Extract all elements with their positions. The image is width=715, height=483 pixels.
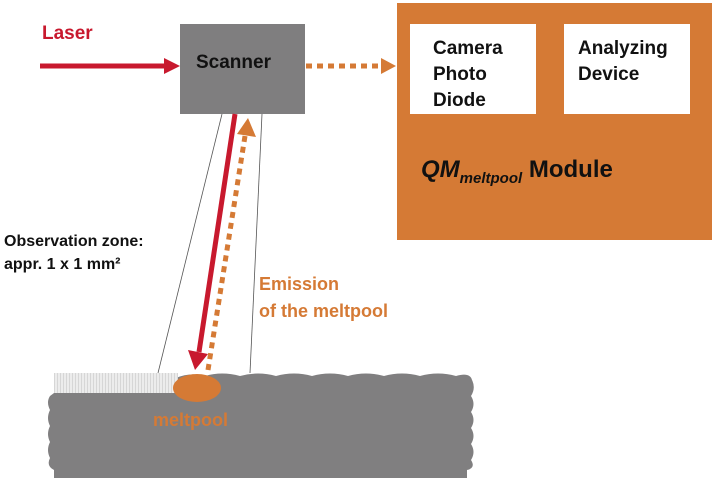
observation-zone-label: Observation zone: appr. 1 x 1 mm² — [4, 230, 144, 276]
analyzing-label-line2: Device — [578, 64, 640, 85]
observation-line2: appr. 1 x 1 mm² — [4, 256, 121, 273]
laser-label: Laser — [42, 23, 93, 44]
observation-zone-right-line — [249, 113, 263, 374]
analyzing-label-line1: Analyzing — [578, 38, 668, 59]
meltpool-ellipse — [173, 374, 221, 402]
signal-to-module-arrowhead — [381, 58, 396, 74]
powder-layer — [54, 373, 178, 393]
camera-photodiode-box — [410, 24, 536, 114]
observation-zone-left-line — [157, 113, 223, 374]
camera-photodiode-label: Camera Photo Diode — [433, 36, 503, 114]
qm-module-title: QMmeltpool Module — [421, 156, 613, 187]
qm-subscript: meltpool — [459, 169, 523, 187]
camera-label-line1: Camera — [433, 38, 503, 59]
analyzing-device-label: Analyzing Device — [578, 36, 668, 88]
emission-arrowhead — [237, 118, 256, 137]
module-word: Module — [528, 156, 613, 183]
qm-label: QM — [421, 156, 460, 183]
substrate-block — [48, 373, 474, 478]
observation-line1: Observation zone: — [4, 233, 144, 250]
meltpool-label: meltpool — [153, 410, 228, 430]
analyzing-device-box — [564, 24, 690, 114]
emission-label: Emission of the meltpool — [259, 271, 388, 325]
scanner-label: Scanner — [196, 52, 271, 73]
laser-beam-arrowhead — [188, 350, 208, 370]
laser-beam-line — [196, 113, 238, 353]
camera-label-line3: Diode — [433, 90, 486, 111]
camera-label-line2: Photo — [433, 64, 487, 85]
emission-line2: of the meltpool — [259, 301, 388, 321]
emission-line1: Emission — [259, 274, 340, 294]
laser-input-arrowhead — [164, 58, 180, 74]
scanner-box — [180, 24, 305, 114]
